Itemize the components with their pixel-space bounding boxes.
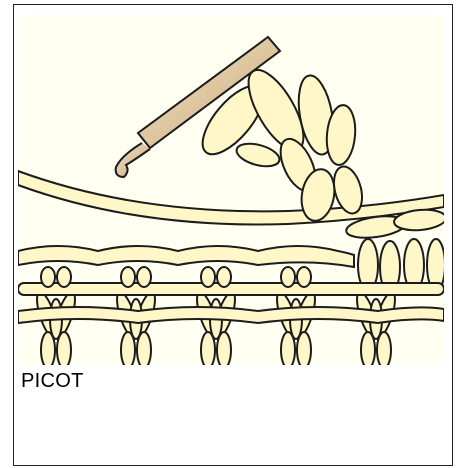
chain-row-right	[345, 208, 444, 293]
figure-caption: PICOT	[21, 370, 84, 393]
crochet-picot-illustration	[18, 15, 444, 365]
stitch-base-bar	[18, 283, 444, 295]
